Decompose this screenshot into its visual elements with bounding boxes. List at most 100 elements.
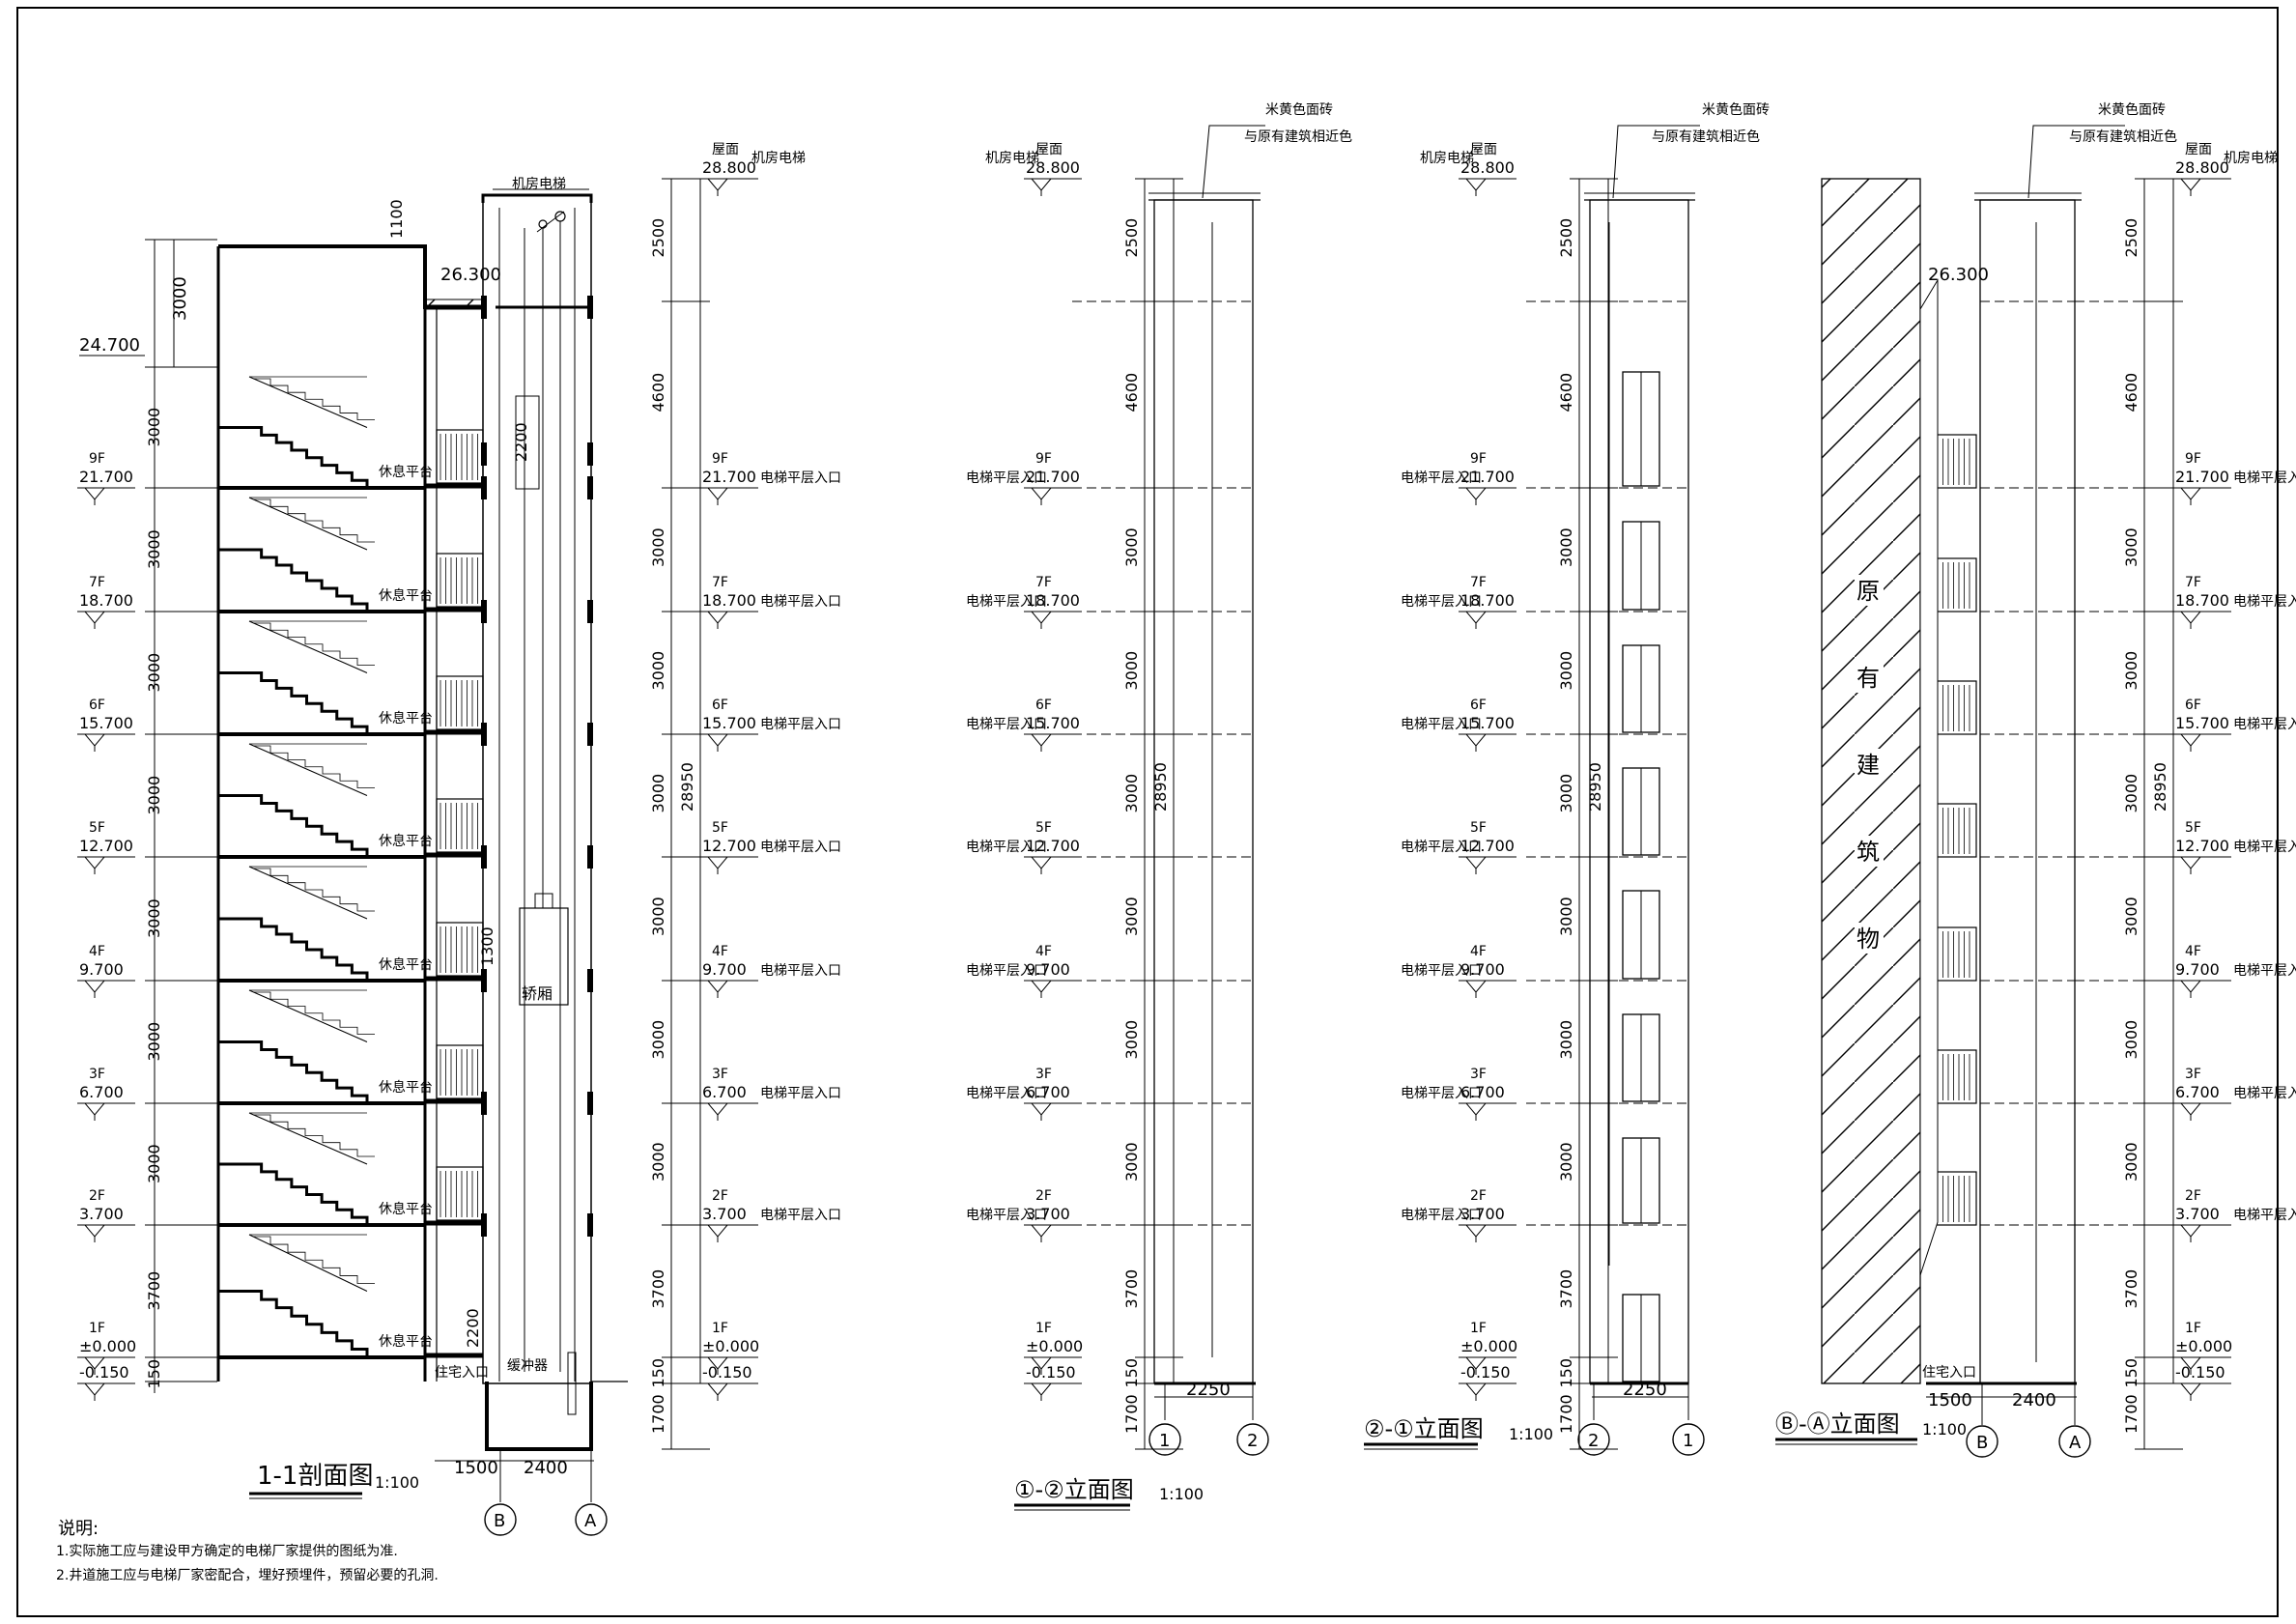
- svg-text:2: 2: [1247, 1431, 1258, 1451]
- level-marker: 4F9.700: [77, 944, 135, 998]
- svg-text:±0.000: ±0.000: [2175, 1337, 2232, 1355]
- svg-text:3.700: 3.700: [1026, 1205, 1070, 1223]
- svg-text:1:100: 1:100: [1509, 1425, 1553, 1443]
- svg-text:电梯平层入口: 电梯平层入口: [966, 1086, 1047, 1101]
- svg-text:2500: 2500: [1122, 218, 1141, 258]
- svg-text:150: 150: [1122, 1358, 1141, 1388]
- residence-entry-label: 住宅入口: [435, 1365, 489, 1381]
- svg-text:3000: 3000: [1557, 527, 1575, 567]
- svg-text:2250: 2250: [1623, 1380, 1667, 1400]
- svg-text:3F: 3F: [1470, 1067, 1487, 1082]
- svg-text:米黄色面砖: 米黄色面砖: [1265, 101, 1333, 118]
- axis-b-section: [484, 1503, 517, 1536]
- svg-text:3F: 3F: [2185, 1067, 2201, 1082]
- svg-text:3.700: 3.700: [79, 1205, 124, 1223]
- svg-text:3000: 3000: [2122, 1142, 2140, 1182]
- svg-text:2F: 2F: [1035, 1188, 1052, 1204]
- svg-text:7F: 7F: [712, 575, 728, 590]
- svg-text:7F: 7F: [89, 575, 105, 590]
- svg-text:3000: 3000: [649, 1142, 667, 1182]
- svg-text:电梯平层入口: 电梯平层入口: [2233, 470, 2296, 486]
- svg-text:6F: 6F: [89, 698, 105, 713]
- svg-text:与原有建筑相近色: 与原有建筑相近色: [1652, 128, 1760, 145]
- svg-text:4600: 4600: [649, 373, 667, 413]
- svg-text:18.700: 18.700: [1460, 591, 1515, 610]
- svg-text:电梯平层入口: 电梯平层入口: [760, 1086, 841, 1101]
- svg-text:12.700: 12.700: [79, 837, 133, 855]
- svg-text:18.700: 18.700: [702, 591, 756, 610]
- svg-text:28950: 28950: [2151, 762, 2169, 812]
- vertical-dimension: 2500460030003000300030003000300037001501…: [1122, 178, 1183, 1450]
- svg-text:6.700: 6.700: [1460, 1083, 1505, 1101]
- svg-text:2250: 2250: [1186, 1380, 1231, 1400]
- svg-text:2200: 2200: [464, 1308, 482, 1348]
- svg-text:3000: 3000: [145, 653, 163, 693]
- level-marker: -0.150: [1024, 1363, 1082, 1401]
- level-marker: 1F±0.000: [1459, 1321, 1517, 1375]
- svg-text:3F: 3F: [89, 1067, 105, 1082]
- svg-text:电梯平层入口: 电梯平层入口: [2233, 1208, 2296, 1223]
- car-label: 轿厢: [522, 984, 553, 1003]
- svg-text:1100: 1100: [387, 199, 406, 239]
- svg-text:3000: 3000: [2122, 774, 2140, 813]
- axis-a-section: [575, 1503, 608, 1536]
- svg-text:±0.000: ±0.000: [702, 1337, 759, 1355]
- svg-text:18.700: 18.700: [1026, 591, 1080, 610]
- svg-text:原: 原: [1857, 578, 1880, 605]
- svg-text:屋面: 屋面: [2185, 142, 2212, 157]
- vertical-dimension: 2500460030003000300030003000300037001501…: [2122, 178, 2183, 1450]
- svg-text:电梯平层入口: 电梯平层入口: [760, 1208, 841, 1223]
- level-marker: 1F±0.000: [77, 1321, 136, 1375]
- elevation-2-1: 2250 2 1 米黄色面砖 与原有建筑相近色 ②-①立面图 1:100: [1364, 101, 1770, 1456]
- elevator-door: [1622, 767, 1660, 856]
- svg-text:2F: 2F: [1470, 1188, 1487, 1204]
- svg-text:-0.150: -0.150: [79, 1363, 129, 1382]
- section-scale: 1:100: [375, 1473, 419, 1492]
- svg-text:米黄色面砖: 米黄色面砖: [1702, 101, 1770, 118]
- svg-text:28950: 28950: [1151, 762, 1170, 812]
- buffer-label: 缓冲器: [507, 1358, 548, 1374]
- svg-text:2: 2: [1588, 1431, 1599, 1451]
- svg-text:1.实际施工应与建设甲方确定的电梯厂家提供的图纸为准.: 1.实际施工应与建设甲方确定的电梯厂家提供的图纸为准.: [56, 1543, 398, 1559]
- svg-text:4600: 4600: [2122, 373, 2140, 413]
- svg-text:3000: 3000: [1122, 1020, 1141, 1060]
- svg-text:3000: 3000: [2122, 1020, 2140, 1060]
- svg-text:1500: 1500: [1928, 1390, 1972, 1410]
- svg-text:21.700: 21.700: [1460, 468, 1515, 486]
- svg-text:电梯平层入口: 电梯平层入口: [1401, 594, 1482, 610]
- svg-text:2F: 2F: [2185, 1188, 2201, 1204]
- svg-text:1700: 1700: [2122, 1394, 2140, 1434]
- svg-text:3000: 3000: [145, 1144, 163, 1183]
- general-notes: 说明: 1.实际施工应与建设甲方确定的电梯厂家提供的图纸为准. 2.井道施工应与…: [56, 1519, 439, 1583]
- svg-text:150: 150: [145, 1359, 163, 1389]
- svg-text:5F: 5F: [89, 820, 105, 836]
- landing-label: 休息平台: [379, 833, 433, 849]
- svg-text:12.700: 12.700: [1026, 837, 1080, 855]
- svg-text:3000: 3000: [145, 776, 163, 815]
- svg-text:与原有建筑相近色: 与原有建筑相近色: [1244, 128, 1352, 145]
- svg-text:1F: 1F: [1035, 1321, 1052, 1336]
- svg-text:-0.150: -0.150: [2175, 1363, 2225, 1382]
- svg-text:18.700: 18.700: [2175, 591, 2229, 610]
- svg-text:28.800: 28.800: [1026, 158, 1080, 177]
- svg-text:电梯平层入口: 电梯平层入口: [2233, 717, 2296, 732]
- level-marker: 3F6.700: [77, 1067, 135, 1121]
- svg-text:3000: 3000: [1557, 897, 1575, 936]
- svg-text:±0.000: ±0.000: [1460, 1337, 1517, 1355]
- svg-text:±0.000: ±0.000: [1026, 1337, 1083, 1355]
- svg-text:3000: 3000: [1557, 774, 1575, 813]
- svg-text:-0.150: -0.150: [1460, 1363, 1511, 1382]
- svg-text:1F: 1F: [712, 1321, 728, 1336]
- svg-text:5F: 5F: [1470, 820, 1487, 836]
